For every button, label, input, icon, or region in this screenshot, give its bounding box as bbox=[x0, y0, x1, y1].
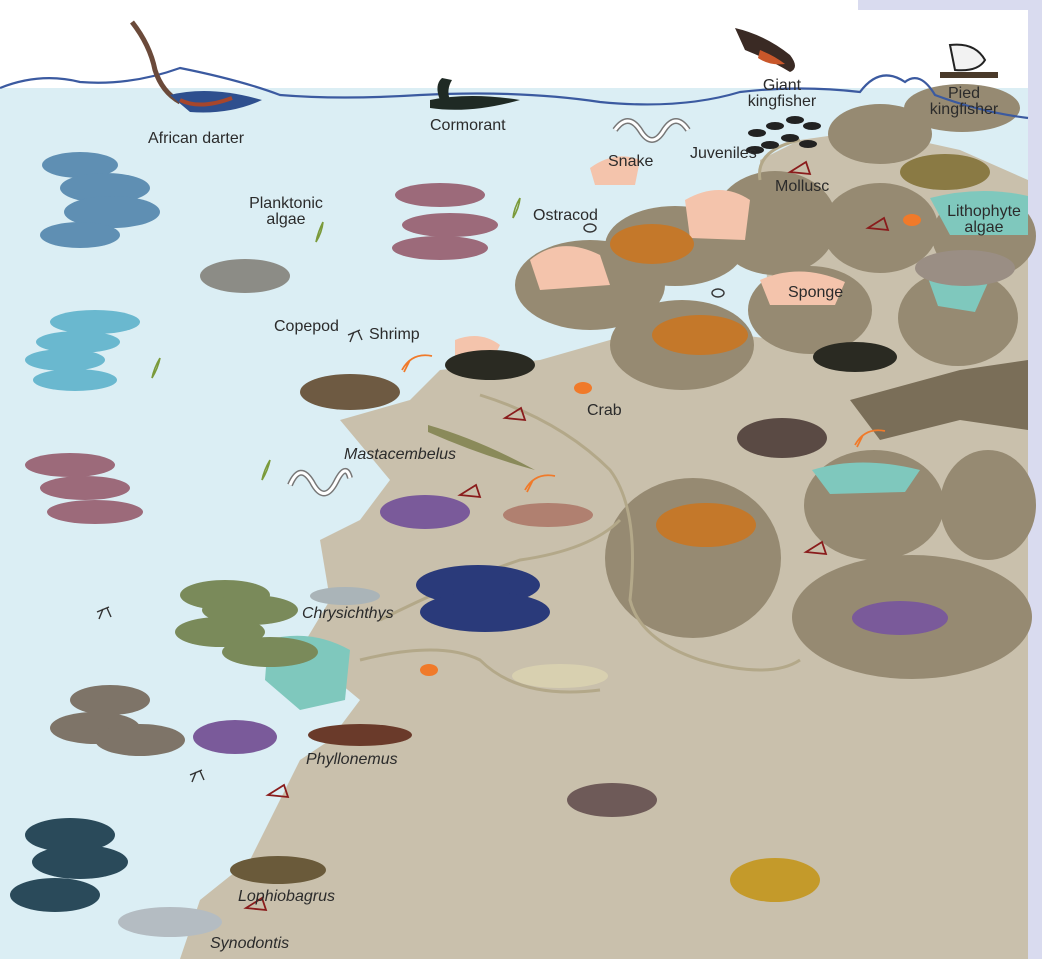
label-synodontis: Synodontis bbox=[210, 935, 289, 953]
crab bbox=[420, 664, 438, 676]
julidochromis bbox=[445, 350, 535, 380]
frontosa-school bbox=[416, 565, 550, 632]
label-planktonic-algae-line2: algae bbox=[240, 212, 332, 228]
julidochromis bbox=[813, 342, 897, 372]
label-lithophyte-algae-line2: algae bbox=[938, 220, 1030, 236]
synodontis-fish bbox=[118, 907, 222, 937]
fish bbox=[40, 476, 130, 500]
juvenile-fish bbox=[803, 122, 821, 130]
label-chrysichthys: Chrysichthys bbox=[302, 605, 394, 623]
label-mollusc: Mollusc bbox=[775, 178, 829, 196]
juvenile-fish bbox=[799, 140, 817, 148]
fish bbox=[392, 236, 488, 260]
label-cormorant: Cormorant bbox=[430, 117, 506, 135]
yellow-barred-cichlid bbox=[730, 858, 820, 902]
crab bbox=[903, 214, 921, 226]
purple-cichlid bbox=[852, 601, 948, 635]
label-shrimp: Shrimp bbox=[369, 326, 420, 344]
fish bbox=[222, 637, 318, 667]
algae-patch bbox=[812, 463, 920, 495]
striped-cichlid bbox=[300, 374, 400, 410]
sponge-patch bbox=[685, 190, 750, 240]
juvenile-fish bbox=[748, 129, 766, 137]
label-juveniles: Juveniles bbox=[690, 145, 757, 163]
fish bbox=[32, 845, 128, 879]
striped-cichlid bbox=[200, 259, 290, 293]
label-african-darter: African darter bbox=[148, 130, 244, 148]
dark-cichlid bbox=[737, 418, 827, 458]
giant-kingfisher-bird bbox=[735, 28, 795, 72]
juvenile-fish bbox=[781, 134, 799, 142]
orange-cichlid bbox=[610, 224, 694, 264]
fish bbox=[25, 349, 105, 371]
label-giant-kingfisher-line1: Giant bbox=[742, 78, 822, 94]
striped-julie bbox=[512, 664, 608, 688]
fish bbox=[420, 592, 550, 632]
top-right-panel bbox=[858, 0, 1042, 10]
pied-kingfisher-body bbox=[950, 45, 985, 71]
fish bbox=[25, 453, 115, 477]
label-lophiobagrus: Lophiobagrus bbox=[238, 888, 335, 906]
phyllonemus-fish bbox=[308, 724, 412, 746]
lophiobagrus-fish bbox=[230, 856, 326, 884]
label-lithophyte-algae-line1: Lithophyte bbox=[938, 204, 1030, 220]
fish bbox=[402, 213, 498, 237]
fish bbox=[33, 369, 117, 391]
fish bbox=[10, 878, 100, 912]
pink-cichlid bbox=[503, 503, 593, 527]
juvenile-fish bbox=[761, 141, 779, 149]
label-phyllonemus: Phyllonemus bbox=[306, 751, 398, 769]
fish bbox=[40, 222, 120, 248]
label-copepod: Copepod bbox=[274, 318, 339, 336]
label-mastacembelus: Mastacembelus bbox=[344, 446, 456, 464]
label-giant-kingfisher: Giant kingfisher bbox=[742, 78, 822, 110]
grey-cichlid bbox=[915, 250, 1015, 286]
label-giant-kingfisher-line2: kingfisher bbox=[742, 94, 822, 110]
label-pied-kingfisher: Pied kingfisher bbox=[918, 86, 1010, 118]
perch bbox=[940, 72, 998, 78]
label-crab: Crab bbox=[587, 402, 622, 420]
orange-cichlid bbox=[656, 503, 756, 547]
label-pied-kingfisher-line1: Pied bbox=[918, 86, 1010, 102]
olive-cichlid bbox=[900, 154, 990, 190]
rock bbox=[822, 183, 938, 273]
fish bbox=[70, 685, 150, 715]
label-planktonic-algae: Planktonic algae bbox=[240, 196, 332, 228]
purple-cichlid bbox=[193, 720, 277, 754]
brown-cichlid bbox=[567, 783, 657, 817]
chrysichthys-fish bbox=[310, 587, 380, 605]
fish bbox=[47, 500, 143, 524]
label-ostracod: Ostracod bbox=[533, 207, 598, 225]
fish bbox=[95, 724, 185, 756]
fish bbox=[395, 183, 485, 207]
crab bbox=[574, 382, 592, 394]
rock bbox=[940, 450, 1036, 560]
label-pied-kingfisher-line2: kingfisher bbox=[918, 102, 1010, 118]
juvenile-fish bbox=[786, 116, 804, 124]
label-snake: Snake bbox=[608, 153, 653, 171]
orange-cichlid bbox=[652, 315, 748, 355]
label-sponge: Sponge bbox=[788, 284, 843, 302]
juvenile-fish bbox=[766, 122, 784, 130]
purple-cichlid bbox=[380, 495, 470, 529]
label-lithophyte-algae: Lithophyte algae bbox=[938, 204, 1030, 236]
label-planktonic-algae-line1: Planktonic bbox=[240, 196, 332, 212]
fish bbox=[50, 310, 140, 334]
pied-kingfisher-bird bbox=[940, 45, 998, 78]
giant-kingfisher-body bbox=[735, 28, 795, 72]
